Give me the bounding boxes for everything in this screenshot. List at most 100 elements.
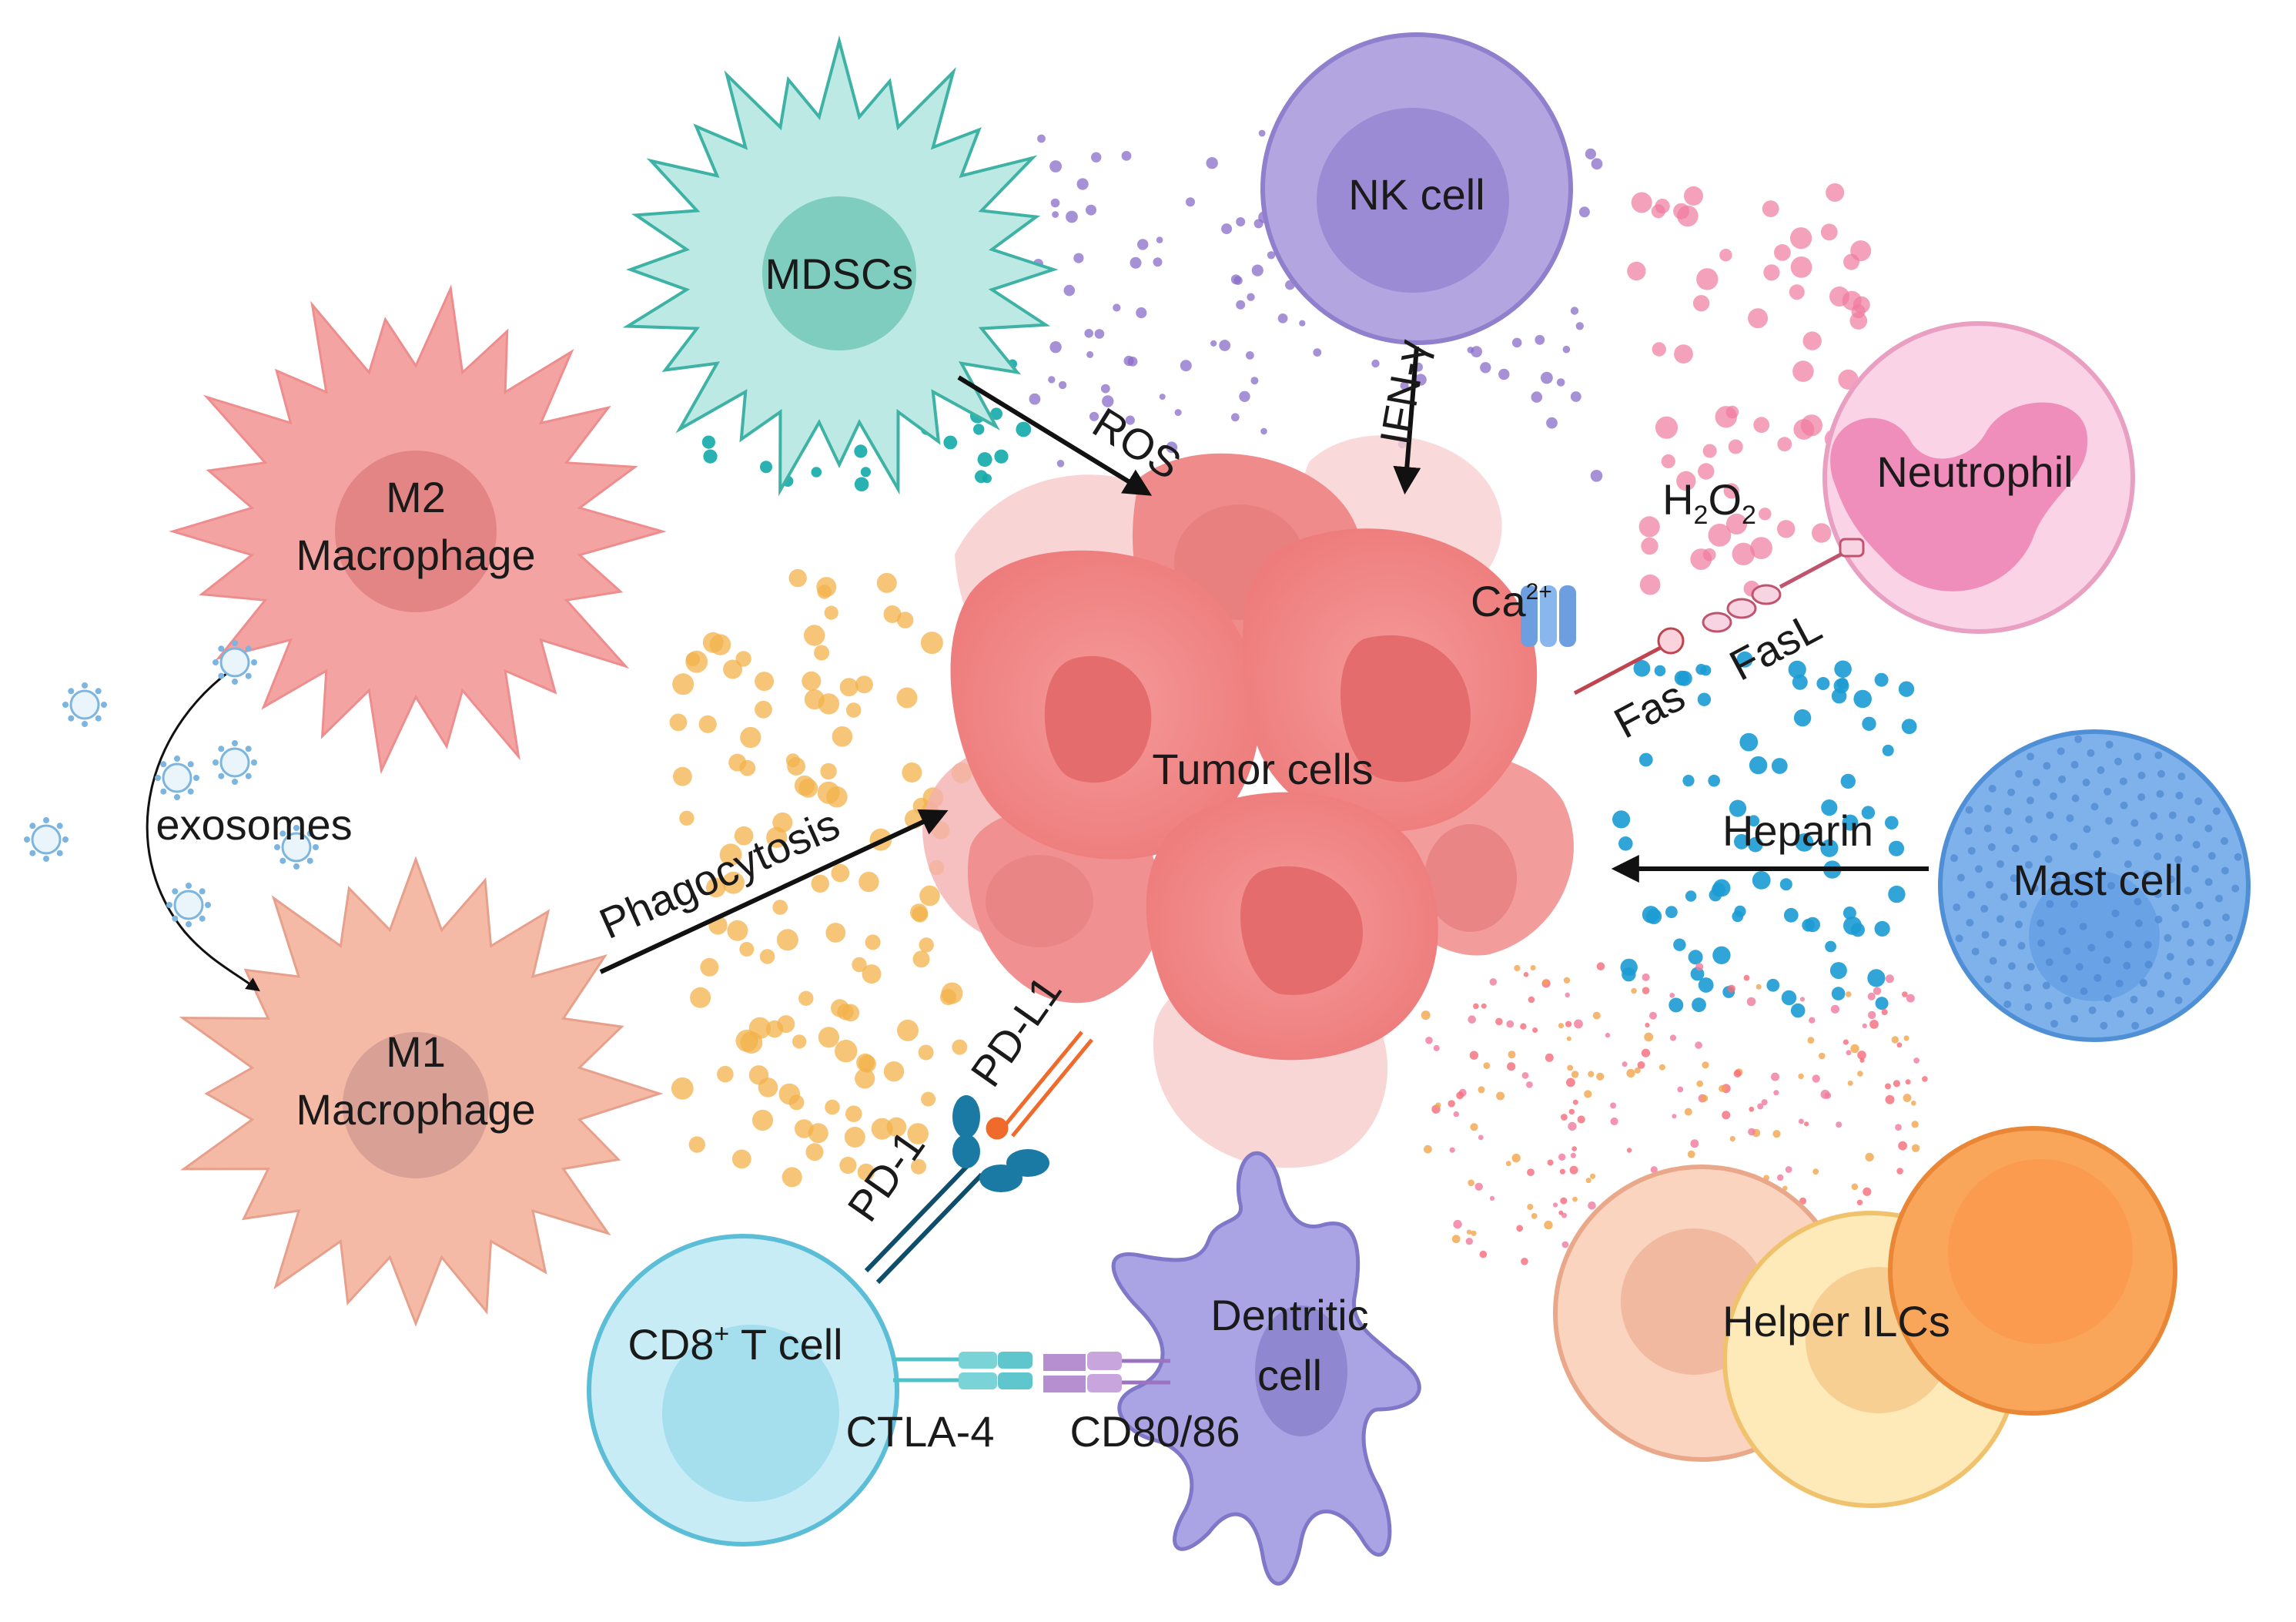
particle-dot	[1470, 1123, 1478, 1131]
mast-granule	[2144, 940, 2152, 949]
calcium-label: Ca2+	[1471, 577, 1552, 625]
pd-1-receptor	[864, 1095, 1049, 1285]
particle-dot	[1885, 1083, 1891, 1090]
mast-granule	[2066, 814, 2074, 823]
particle-dot	[1016, 421, 1032, 437]
particle-dot	[1748, 308, 1769, 329]
particle-dot	[1682, 775, 1695, 787]
particle-dot	[1820, 839, 1839, 857]
particle-dot	[735, 1029, 758, 1052]
mast-granule	[2167, 875, 2175, 883]
particle-dot	[1652, 342, 1666, 357]
particle-dot	[1853, 296, 1870, 313]
particle-dot	[1592, 1011, 1601, 1020]
mast-granule	[2221, 837, 2228, 845]
particle-dot	[1568, 1108, 1575, 1115]
mast-granule	[2157, 769, 2165, 778]
particle-dot	[1690, 1139, 1699, 1148]
mast-granule	[1984, 975, 1993, 984]
mast-granule	[2079, 923, 2087, 930]
particle-dot	[758, 1077, 778, 1098]
particle-dot	[1763, 264, 1780, 281]
mast-granule	[2154, 915, 2163, 923]
mast-granule	[2203, 919, 2211, 927]
mast-granule	[2119, 777, 2127, 786]
mast-granule	[2026, 796, 2034, 805]
m2-macrophage	[169, 284, 667, 775]
particle-dot	[740, 726, 761, 749]
particle-dot	[897, 1019, 919, 1041]
particle-dot	[862, 964, 882, 984]
mast-granule	[2134, 897, 2142, 906]
particle-dot	[1885, 1094, 1895, 1104]
particle-dot	[688, 1136, 705, 1153]
mast-granule	[1996, 860, 2004, 868]
particle-dot	[1865, 1152, 1874, 1162]
particle-dot	[1846, 991, 1852, 997]
mast-granule	[1987, 843, 1996, 851]
mast-granule	[2057, 747, 2065, 756]
particle-dot	[1905, 1079, 1911, 1085]
particle-dot	[1136, 307, 1147, 319]
mast-granule	[2105, 930, 2114, 939]
particle-dot	[1123, 355, 1134, 367]
particle-dot	[1669, 1034, 1677, 1041]
mast-granule	[2207, 938, 2215, 947]
particle-dot	[1762, 200, 1779, 217]
particle-dot	[1692, 997, 1706, 1013]
particle-dot	[1771, 1072, 1779, 1081]
mast-granule	[2003, 981, 2012, 990]
particle-dot	[1507, 1062, 1516, 1071]
particle-dot	[1050, 198, 1060, 208]
particle-dot	[1514, 964, 1521, 972]
particle-dot	[1478, 1086, 1485, 1094]
mast-granule	[2117, 1010, 2124, 1018]
mast-granule	[2234, 853, 2242, 861]
fas-receptor	[1573, 641, 1671, 695]
particle-dot	[739, 942, 755, 957]
exosome	[155, 756, 199, 800]
particle-dot	[1465, 1238, 1474, 1245]
particle-dot	[825, 923, 846, 943]
particle-dot	[1596, 1072, 1605, 1081]
particle-dot	[1174, 409, 1182, 417]
particle-dot	[1527, 1168, 1535, 1176]
mast-granule	[2137, 771, 2146, 779]
particle-dot	[811, 467, 822, 478]
particle-dot	[825, 1099, 840, 1115]
particle-dot	[1612, 810, 1631, 829]
particle-dot	[1478, 1134, 1484, 1141]
particle-dot	[1156, 236, 1163, 243]
mast-cell	[1938, 729, 2251, 1042]
mast-granule	[2206, 958, 2214, 967]
particle-dot	[1898, 681, 1915, 697]
particle-dot	[1253, 219, 1263, 229]
particle-dot	[1698, 977, 1714, 993]
particle-dot	[1571, 1146, 1577, 1151]
particle-dot	[1749, 1106, 1755, 1112]
particle-dot	[1684, 1108, 1692, 1116]
particle-dot	[1655, 199, 1670, 214]
particle-dot	[1558, 1023, 1564, 1029]
mast-granule	[2215, 894, 2224, 903]
mast-granule	[1996, 915, 2004, 923]
particle-dot	[1634, 1067, 1641, 1074]
particle-dot	[1856, 1199, 1863, 1206]
mast-granule	[2146, 1007, 2154, 1015]
particle-dot	[1626, 1068, 1635, 1078]
dendritic-label-line2: cell	[1257, 1351, 1322, 1399]
exosomes-label: exosomes	[156, 800, 352, 849]
particle-dot	[911, 1158, 926, 1175]
particle-dot	[1874, 920, 1890, 937]
particle-dot	[1565, 1020, 1572, 1027]
particle-dot	[1448, 1100, 1455, 1108]
mast-granule	[2044, 1001, 2053, 1010]
particle-dot	[1748, 836, 1763, 853]
particle-dot	[818, 693, 840, 715]
particle-dot	[1690, 548, 1712, 570]
mast-granule	[2175, 791, 2184, 799]
mast-granule	[1955, 934, 1963, 943]
mast-granule	[2168, 811, 2177, 819]
particle-dot	[1849, 312, 1868, 330]
